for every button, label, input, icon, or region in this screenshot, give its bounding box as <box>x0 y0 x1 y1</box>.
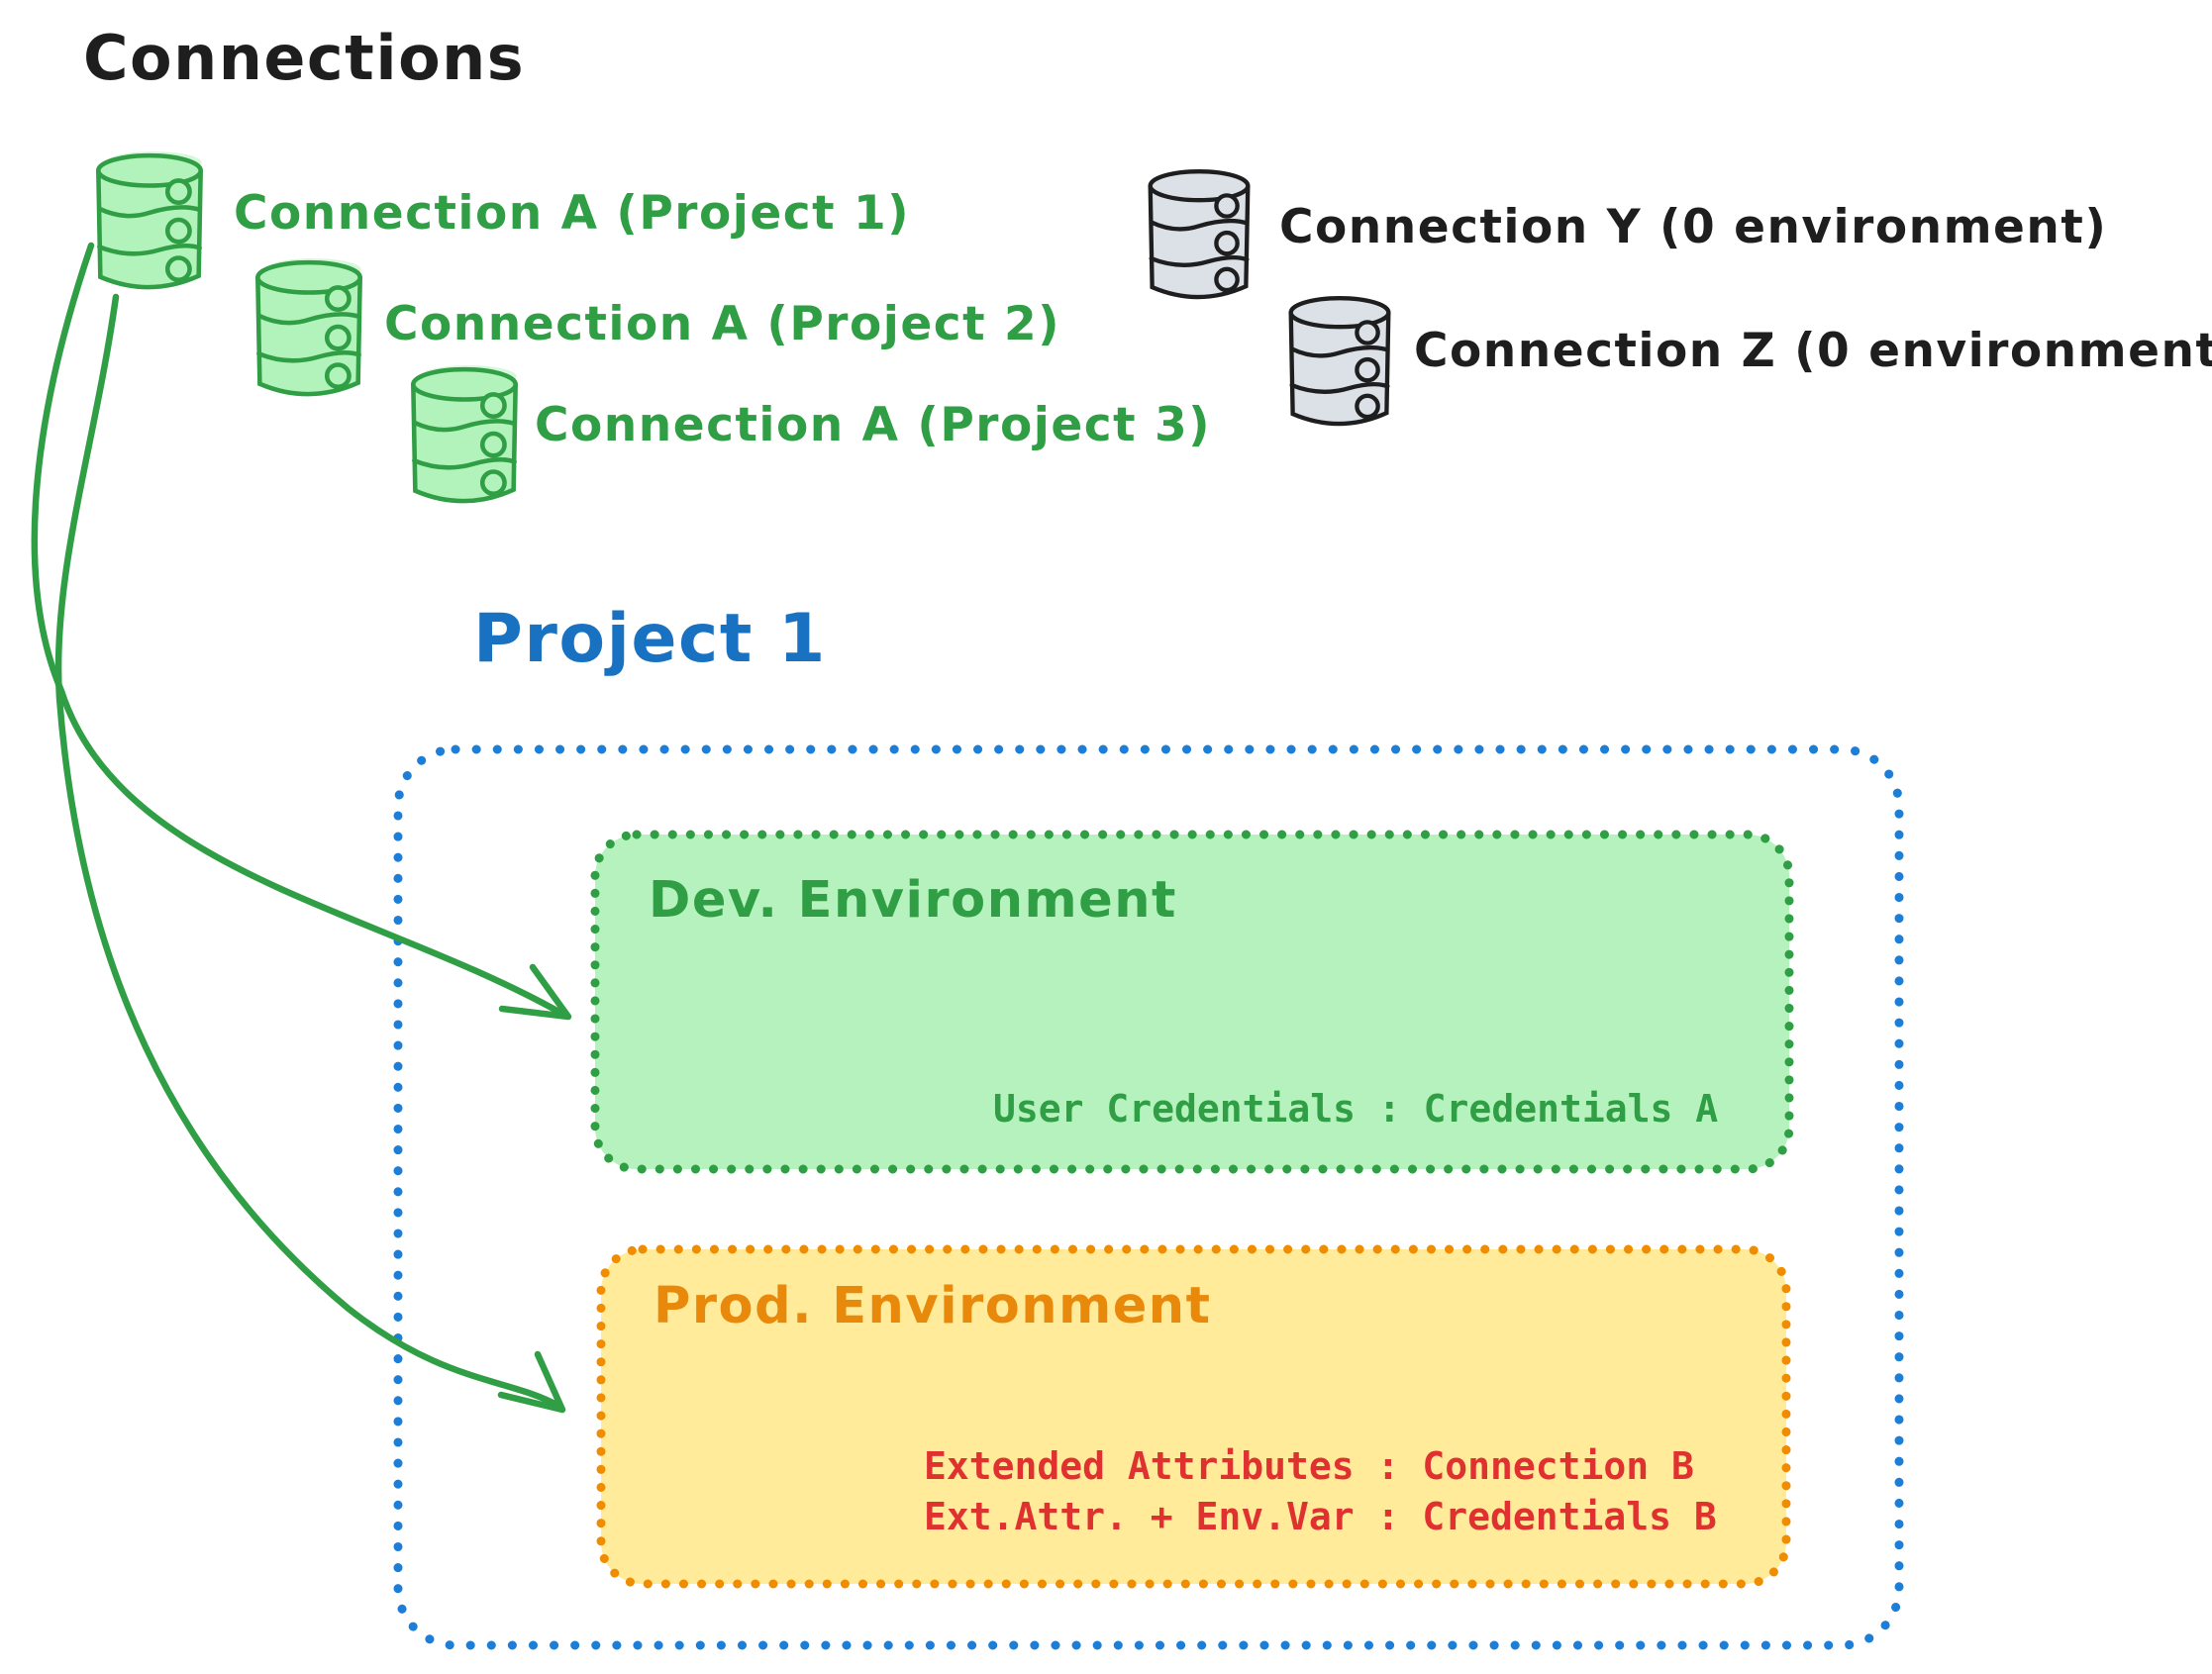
cylinder-top <box>96 152 203 188</box>
cylinder-ring <box>1214 193 1240 219</box>
database-icon-connection-a-project-3[interactable] <box>404 360 525 511</box>
cylinder-top <box>411 366 518 402</box>
cylinder-divider <box>256 312 361 326</box>
arrow-connection-a-to-prod[interactable] <box>54 293 566 1414</box>
database-icon-connection-a-project-1[interactable] <box>89 147 210 297</box>
prod-environment-mappings[interactable]: Extended Attributes : Connection B Ext.A… <box>924 1441 1717 1542</box>
cylinder-divider <box>412 419 517 433</box>
dev-environment-mapping[interactable]: User Credentials : Credentials A <box>993 1087 1719 1131</box>
prod-mapping-ext-attr-env-var: Ext.Attr. + Env.Var : Credentials B <box>924 1495 1717 1538</box>
cylinder-divider <box>1149 254 1250 267</box>
connection-a-project-3-label[interactable]: Connection A (Project 3) <box>535 398 1212 452</box>
cylinder-ring <box>1355 393 1380 420</box>
cylinder-ring <box>479 469 507 497</box>
cylinder-divider <box>256 349 361 363</box>
cylinder-divider <box>97 243 202 256</box>
arrow-connection-a-to-dev[interactable] <box>31 242 572 1021</box>
cylinder-ring <box>479 431 507 458</box>
cylinder-ring <box>164 178 192 206</box>
cylinder-ring <box>479 392 507 420</box>
project-1-title[interactable]: Project 1 <box>473 600 827 678</box>
prod-mapping-extended-attributes: Extended Attributes : Connection B <box>924 1444 1694 1488</box>
cylinder-ring <box>164 217 192 245</box>
cylinder-divider <box>412 456 517 470</box>
cylinder-divider <box>97 205 202 219</box>
cylinder-ring <box>1355 356 1380 383</box>
cylinder-top <box>1288 296 1391 330</box>
database-icon-connection-a-project-2[interactable] <box>249 253 369 404</box>
cylinder-ring <box>1214 266 1240 293</box>
database-icon-connection-y[interactable] <box>1142 162 1257 307</box>
connection-z-label[interactable]: Connection Z (0 environment) <box>1414 324 2212 378</box>
connection-y-label[interactable]: Connection Y (0 environment) <box>1279 200 2108 254</box>
connection-a-project-1-label[interactable]: Connection A (Project 1) <box>234 186 911 241</box>
prod-environment-box[interactable] <box>596 1244 1791 1589</box>
dev-environment-title[interactable]: Dev. Environment <box>649 871 1177 930</box>
cylinder-ring <box>1355 320 1380 345</box>
arrowhead-prod <box>497 1350 566 1414</box>
cylinder-divider <box>1289 345 1390 358</box>
cylinder-divider <box>1149 218 1250 232</box>
database-icon-connection-z[interactable] <box>1282 289 1397 434</box>
dev-environment-box[interactable] <box>590 830 1794 1174</box>
diagram-title[interactable]: Connections <box>83 22 526 94</box>
cylinder-ring <box>324 362 352 390</box>
cylinder-ring <box>164 255 192 283</box>
prod-environment-title[interactable]: Prod. Environment <box>654 1277 1212 1335</box>
connection-a-project-2-label[interactable]: Connection A (Project 2) <box>384 297 1061 351</box>
cylinder-top <box>255 259 362 295</box>
cylinder-ring <box>1214 230 1240 256</box>
cylinder-ring <box>324 285 352 313</box>
cylinder-divider <box>1289 381 1390 394</box>
arrowhead-dev <box>498 963 572 1021</box>
cylinder-ring <box>324 324 352 351</box>
cylinder-top <box>1148 169 1251 203</box>
project-1-box[interactable] <box>393 744 1904 1650</box>
